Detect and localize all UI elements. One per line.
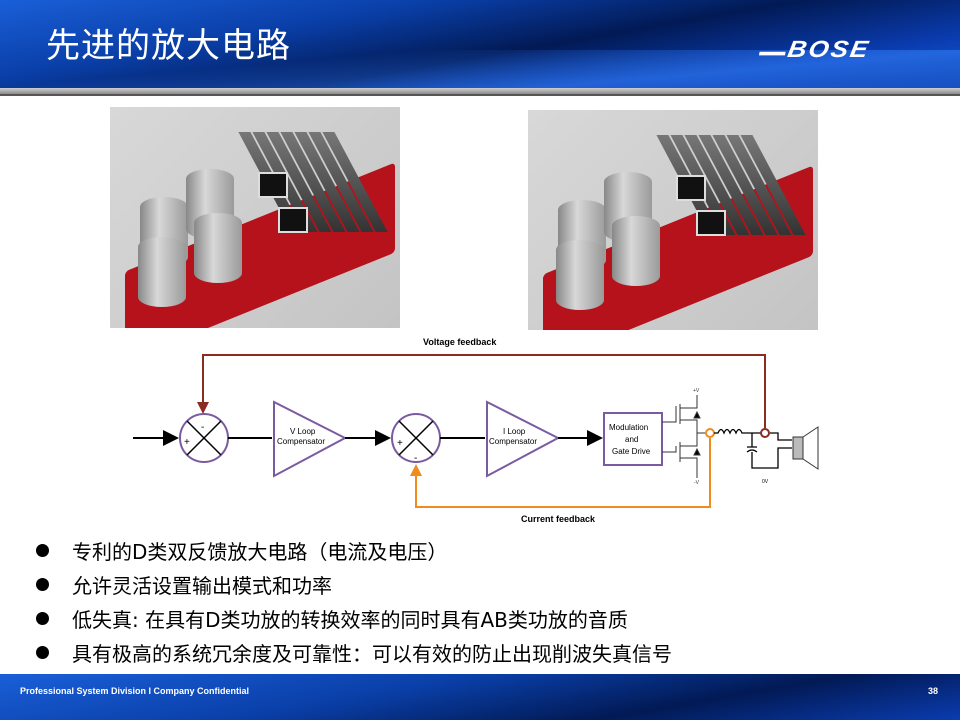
page-number: 38	[928, 686, 939, 696]
amplifier-board-image-right	[528, 110, 818, 330]
header-divider	[0, 88, 960, 94]
svg-text:I Loop: I Loop	[503, 427, 526, 436]
inductor	[714, 428, 792, 469]
footer-banner	[0, 674, 960, 720]
voltage-sense-point	[760, 428, 770, 438]
bullet-item: 允许灵活设置输出模式和功率	[34, 567, 672, 601]
svg-text:Compensator: Compensator	[277, 437, 325, 446]
bullet-dot	[36, 577, 49, 591]
bose-logo: BOSE	[758, 36, 872, 64]
slide-title: 先进的放大电路	[46, 26, 291, 66]
modulation-gate-drive-block: Modulation and Gate Drive	[603, 412, 663, 466]
svg-text:+V: +V	[693, 388, 700, 394]
svg-text:-V: -V	[694, 480, 700, 486]
current-sense-point	[705, 428, 715, 438]
bullet-list: 专利的D类双反馈放大电路（电流及电压） 允许灵活设置输出模式和功率 低失真: 在…	[34, 533, 672, 669]
current-feedback-label: Current feedback	[521, 514, 596, 524]
bullet-item: 具有极高的系统冗余度及可靠性：可以有效的防止出现削波失真信号	[34, 635, 672, 669]
i-loop-compensator: I Loop Compensator	[486, 400, 561, 478]
output-stage-transistors: +V -V	[662, 388, 714, 486]
svg-text:+: +	[397, 438, 403, 449]
speaker-icon	[792, 426, 819, 470]
header-divider-dark	[0, 94, 960, 96]
amplifier-board-image-left	[110, 107, 400, 328]
bullet-dot	[36, 645, 49, 659]
bullet-dot	[36, 543, 49, 557]
voltage-feedback-arrow	[197, 402, 209, 414]
svg-text:V Loop: V Loop	[290, 427, 316, 436]
svg-text:and: and	[625, 435, 638, 444]
current-feedback-line	[415, 438, 711, 508]
svg-text:-: -	[414, 453, 417, 464]
voltage-feedback-label: Voltage feedback	[423, 337, 497, 347]
svg-text:Compensator: Compensator	[489, 437, 537, 446]
svg-text:-: -	[201, 422, 204, 433]
summing-junction-2: + -	[391, 413, 441, 464]
ground-label: 0V	[762, 479, 769, 485]
svg-text:+: +	[184, 437, 190, 448]
v-loop-compensator: V Loop Compensator	[273, 400, 348, 478]
voltage-feedback-line	[202, 354, 766, 428]
current-feedback-arrow	[410, 464, 422, 476]
bullet-item: 专利的D类双反馈放大电路（电流及电压）	[34, 533, 672, 567]
bullet-dot	[36, 611, 49, 625]
footer-text: Professional System Division I Company C…	[20, 686, 250, 696]
summing-junction-1: - +	[179, 413, 229, 463]
svg-text:Modulation: Modulation	[609, 423, 648, 432]
bullet-item: 低失真: 在具有D类功放的转换效率的同时具有AB类功放的音质	[34, 601, 672, 635]
svg-text:Gate Drive: Gate Drive	[612, 447, 651, 456]
